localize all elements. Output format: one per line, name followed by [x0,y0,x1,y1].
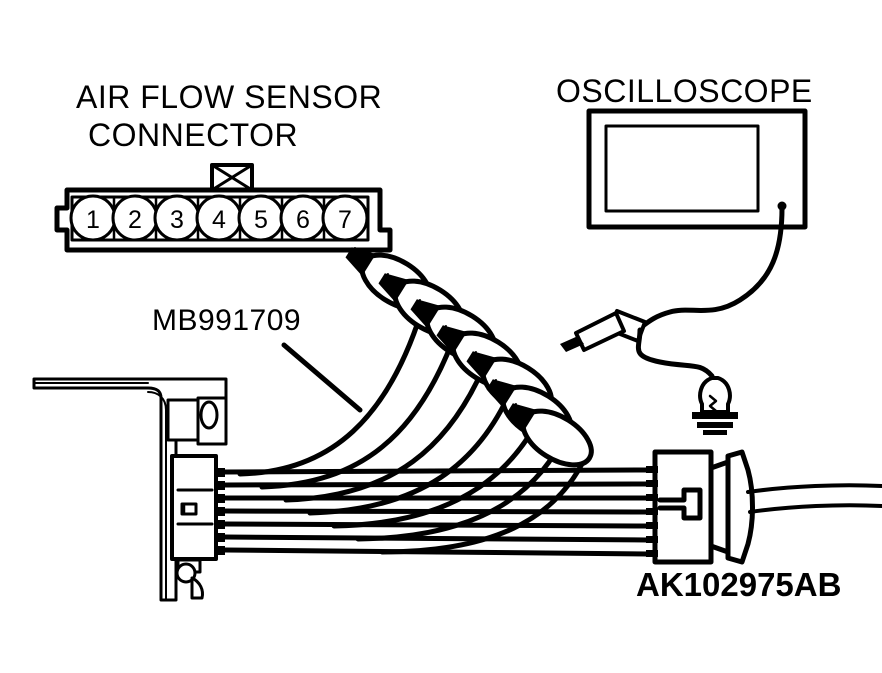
right-pin-stub-5 [646,522,658,529]
oscilloscope-lead-cable [637,205,785,331]
clip-lead-2 [259,323,461,490]
bulb-glass [698,376,732,414]
pin-number-7: 7 [338,206,352,234]
right-pin-stub-7 [646,550,658,557]
left-connector-keyway [180,502,198,516]
clip-teeth-6 [492,378,506,403]
clip-teeth-3 [416,298,430,323]
clip-lead-7 [379,453,589,555]
left-pin-stub-5 [214,520,225,529]
right-pin-stub-1 [646,466,658,473]
left-pin-stub-1 [214,468,225,477]
clip-teeth-7 [512,402,526,427]
bulb-filament [708,394,718,413]
pin-number-6: 6 [296,206,310,234]
sensor-side-connector [646,449,882,565]
right-connector-cable-top [746,483,882,494]
clip-lead-1 [237,297,428,477]
pin-number-4: 4 [212,206,226,234]
right-pin-stub-4 [646,508,658,515]
air-flow-sensor-title-line1: AIR FLOW SENSOR [76,79,382,115]
clip-lead-4 [307,375,519,516]
harness-wire-1 [222,467,651,475]
left-pin-stub-6 [214,533,225,542]
right-pin-stub-2 [646,480,658,487]
harness-wire-5 [222,521,651,529]
vehicle-harness-connector [32,377,228,602]
oscilloscope-title: OSCILLOSCOPE [556,73,813,109]
oscilloscope-probe [560,309,647,352]
clip-teeth-4 [442,324,456,349]
left-connector-tail [190,576,204,600]
left-pin-stub-3 [214,494,225,503]
pin-circle-7 [321,194,369,242]
left-pin-stub-7 [214,546,225,555]
air-flow-sensor-connector: 1 2 3 4 5 6 7 [54,163,393,253]
right-connector-cable-bottom [748,503,882,514]
alligator-clip-7 [506,402,594,468]
pin-number-2: 2 [128,206,142,234]
right-pin-stub-6 [646,536,658,543]
clip-teeth-1 [351,246,365,271]
ground-lead-cable [635,327,715,379]
pin-number-1: 1 [86,206,100,234]
right-connector-boot [725,449,755,565]
left-pin-stub-2 [214,481,225,490]
part-number-label: AK102975AB [636,566,841,603]
left-connector-ring [175,562,197,584]
bulb-base-ring-1 [692,412,738,419]
clip-teeth-5 [472,350,486,375]
clip-lead-3 [283,349,493,503]
bracket-inner-curve [147,391,167,601]
pin-number-3: 3 [170,206,184,234]
test-bulb [692,376,738,435]
harness-wire-7 [222,547,651,557]
bracket-grommet [199,400,219,430]
right-connector-keyway [657,487,703,521]
tool-number-leader-line [281,342,363,413]
right-pin-stub-3 [646,494,658,501]
tool-number-label: MB991709 [152,304,301,337]
probe-taper [574,311,626,352]
oscilloscope [586,108,808,230]
clip-teeth-2 [384,272,398,297]
harness-wire-6 [222,534,651,543]
bulb-base-ring-2 [697,422,733,428]
air-flow-sensor-title-line2: CONNECTOR [88,117,298,153]
bulb-base-ring-3 [703,430,727,435]
oscilloscope-screen [604,124,760,213]
left-pin-stub-4 [214,507,225,516]
connector-latch-x-stroke-2 [210,163,254,192]
pin-number-5: 5 [254,206,268,234]
probe-tip [560,336,584,352]
right-connector-collar [708,459,731,555]
